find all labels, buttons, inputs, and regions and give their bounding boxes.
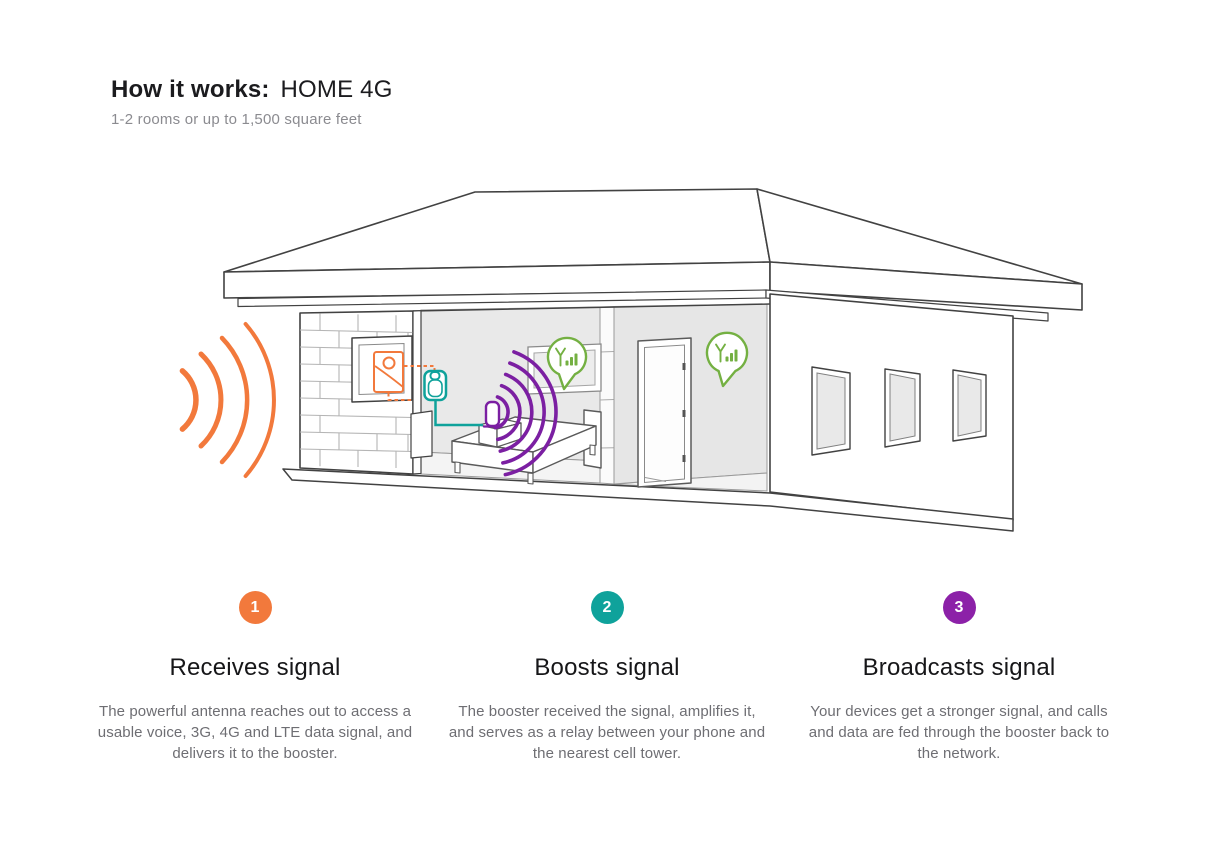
door-hinge: [682, 410, 686, 417]
signal-bubble: [705, 331, 749, 388]
door-hinge: [682, 363, 686, 370]
steps-row: 1 Receives signal The powerful antenna r…: [94, 591, 1120, 764]
indoor-signal-waves: [493, 350, 558, 477]
step-2-badge: 2: [590, 591, 624, 624]
page-title: How it works: HOME 4G: [111, 76, 393, 104]
cabinet: [410, 410, 433, 459]
booster-cable: [434, 400, 483, 427]
door-hinge: [682, 455, 686, 462]
exterior-window: [811, 366, 851, 456]
outdoor-antenna: [373, 351, 404, 393]
step-boosts-signal: 2 Boosts signal The booster received the…: [446, 591, 768, 764]
step-2-title: Boosts signal: [534, 654, 680, 681]
outdoor-signal-waves: [179, 322, 276, 478]
page-title-product: HOME 4G: [280, 76, 393, 103]
exterior-window: [952, 369, 987, 442]
step-1-title: Receives signal: [169, 654, 341, 681]
step-receives-signal: 1 Receives signal The powerful antenna r…: [94, 591, 416, 764]
right-wall: [769, 293, 1014, 521]
step-3-badge: 3: [942, 591, 976, 624]
step-1-badge: 1: [238, 591, 272, 624]
indoor-antenna: [482, 400, 503, 428]
step-3-description: Your devices get a stronger signal, and …: [808, 703, 1110, 762]
roof-fascia-right: [769, 261, 1083, 311]
step-broadcasts-signal: 3 Broadcasts signal Your devices get a s…: [798, 591, 1120, 764]
step-3-title: Broadcasts signal: [862, 654, 1056, 681]
interior-wall-divider: [599, 305, 615, 485]
page-subtitle: 1-2 rooms or up to 1,500 square feet: [111, 111, 362, 128]
step-1-description: The powerful antenna reaches out to acce…: [97, 703, 413, 762]
exterior-window: [884, 368, 921, 448]
signal-bubble: [546, 336, 588, 391]
floor-slab: [282, 468, 1014, 532]
antenna-cable-dashed: [387, 365, 436, 401]
signal-booster: [423, 369, 448, 402]
door: [637, 337, 692, 488]
header: How it works: HOME 4G 1-2 rooms or up to…: [111, 76, 393, 128]
roof: [223, 188, 1083, 322]
house-illustration: [179, 188, 1083, 532]
step-2-description: The booster received the signal, amplifi…: [448, 703, 766, 762]
page-title-bold: How it works:: [111, 76, 270, 103]
